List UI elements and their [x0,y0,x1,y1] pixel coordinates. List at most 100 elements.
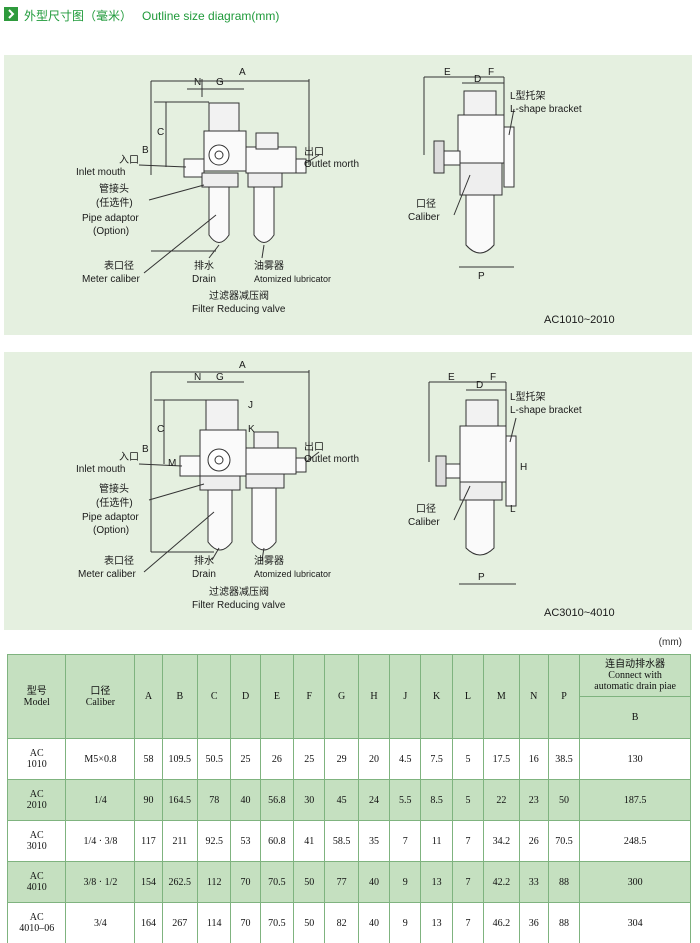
header-col-j: J [389,654,422,739]
auto-drain-b-cell: 187.5 [579,779,691,821]
value-cell-m: 22 [483,779,520,821]
value-cell-l: 7 [451,902,485,943]
model-range-label: AC3010~4010 [544,607,615,619]
value-cell-b: 211 [161,820,199,862]
model-number: 4010–06 [19,923,55,934]
filter-valve-en: Filter Reducing valve [192,304,286,315]
header-col-k: K [420,654,453,739]
value-cell-p: 88 [547,902,581,943]
header-col-l: L [451,654,485,739]
bracket-label-en: L-shape bracket [510,405,582,416]
bracket-label-cn: L型托架 [510,390,546,403]
dim-n: N [194,372,201,383]
value-cell-e: 70.5 [259,861,295,903]
value-cell-k: 11 [420,820,453,862]
value-cell-a: 154 [134,861,163,903]
value-cell-d: 53 [230,820,261,862]
dim-b: B [142,145,149,156]
dim-g: G [216,372,224,383]
header-auto-drain-cn: 连自动排水器 [605,659,666,670]
header-col-b: B [161,654,199,739]
header-col-g: G [324,654,359,739]
header-auto-drain-en1: Connect with [608,670,662,681]
value-cell-h: 20 [357,738,391,780]
outlet-label-cn: 出口 [304,440,324,453]
model-prefix: AC [29,830,44,841]
outline-drawing-1: N G A C B E D F P 入口 Inlet mouth 出口 Outl… [76,67,615,326]
dim-n: N [194,77,201,88]
caliber-label-cn: 口径 [416,502,436,515]
header-col-n: N [518,654,549,739]
value-cell-m: 46.2 [483,902,520,943]
dim-h: H [520,462,527,473]
caliber-cell: 3/4 [65,902,136,943]
caliber-cell: 1/4 [65,779,136,821]
outlet-label-en: Outlet morth [304,454,359,465]
value-cell-j: 5.5 [389,779,422,821]
value-cell-b: 109.5 [161,738,199,780]
value-cell-m: 17.5 [483,738,520,780]
meter-caliber-cn: 表口径 [104,259,134,272]
value-cell-n: 23 [518,779,549,821]
header-col-a: A [134,654,163,739]
dim-m: M [168,458,176,469]
model-number: 1010 [26,759,47,770]
lubricator-cn: 油雾器 [254,259,284,272]
diagram-panel-ac1010-2010: N G A C B E D F P 入口 Inlet mouth 出口 Outl… [4,55,692,335]
pipe-adaptor-option-cn: (任选件) [96,496,133,509]
meter-caliber-cn: 表口径 [104,554,134,567]
dimension-table: 型号 Model 口径 Caliber A B C D E F G H J K … [6,654,691,943]
inlet-label-cn: 入口 [119,452,139,463]
auto-drain-b-cell: 130 [579,738,691,780]
value-cell-g: 58.5 [324,820,359,862]
filter-valve-cn: 过滤器减压阀 [209,585,269,598]
caliber-label-en: Caliber [408,517,440,528]
model-prefix: AC [29,912,44,923]
diagram-panel-ac3010-4010: N G A C B J K M E D F H L P 入口 Inlet mou… [4,352,692,630]
value-cell-b: 262.5 [161,861,199,903]
caliber-cell: 3/8 · 1/2 [65,861,136,903]
value-cell-g: 82 [324,902,359,943]
pipe-adaptor-en: Pipe adaptor [82,213,139,224]
dim-p: P [478,572,485,583]
value-cell-d: 40 [230,779,261,821]
value-cell-k: 7.5 [420,738,453,780]
caliber-label-cn: 口径 [416,197,436,210]
value-cell-c: 92.5 [197,820,232,862]
section-title-cn: 外型尺寸图（毫米） [24,9,133,23]
pipe-adaptor-option-cn: (任选件) [96,196,133,209]
value-cell-f: 25 [293,738,326,780]
value-cell-c: 112 [197,861,232,903]
header-model: 型号 Model [6,654,67,739]
dim-a: A [239,67,246,78]
value-cell-l: 5 [451,779,485,821]
value-cell-h: 40 [357,902,391,943]
bracket-label-cn: L型托架 [510,89,546,102]
outlet-label-cn: 出口 [304,145,324,158]
value-cell-h: 24 [357,779,391,821]
unit-label: (mm) [658,637,682,648]
value-cell-m: 42.2 [483,861,520,903]
model-prefix: AC [29,871,44,882]
dim-c: C [157,424,164,435]
caliber-label-en: Caliber [408,212,440,223]
value-cell-d: 25 [230,738,261,780]
header-col-m: M [483,654,520,739]
value-cell-g: 77 [324,861,359,903]
value-cell-a: 90 [134,779,163,821]
model-prefix: AC [29,789,44,800]
dim-c: C [157,127,164,138]
model-number: 3010 [26,841,47,852]
value-cell-m: 34.2 [483,820,520,862]
value-cell-d: 70 [230,902,261,943]
drain-cn: 排水 [194,259,214,272]
meter-caliber-en: Meter caliber [82,274,140,285]
value-cell-l: 5 [451,738,485,780]
value-cell-h: 35 [357,820,391,862]
header-caliber-en: Caliber [85,696,116,708]
